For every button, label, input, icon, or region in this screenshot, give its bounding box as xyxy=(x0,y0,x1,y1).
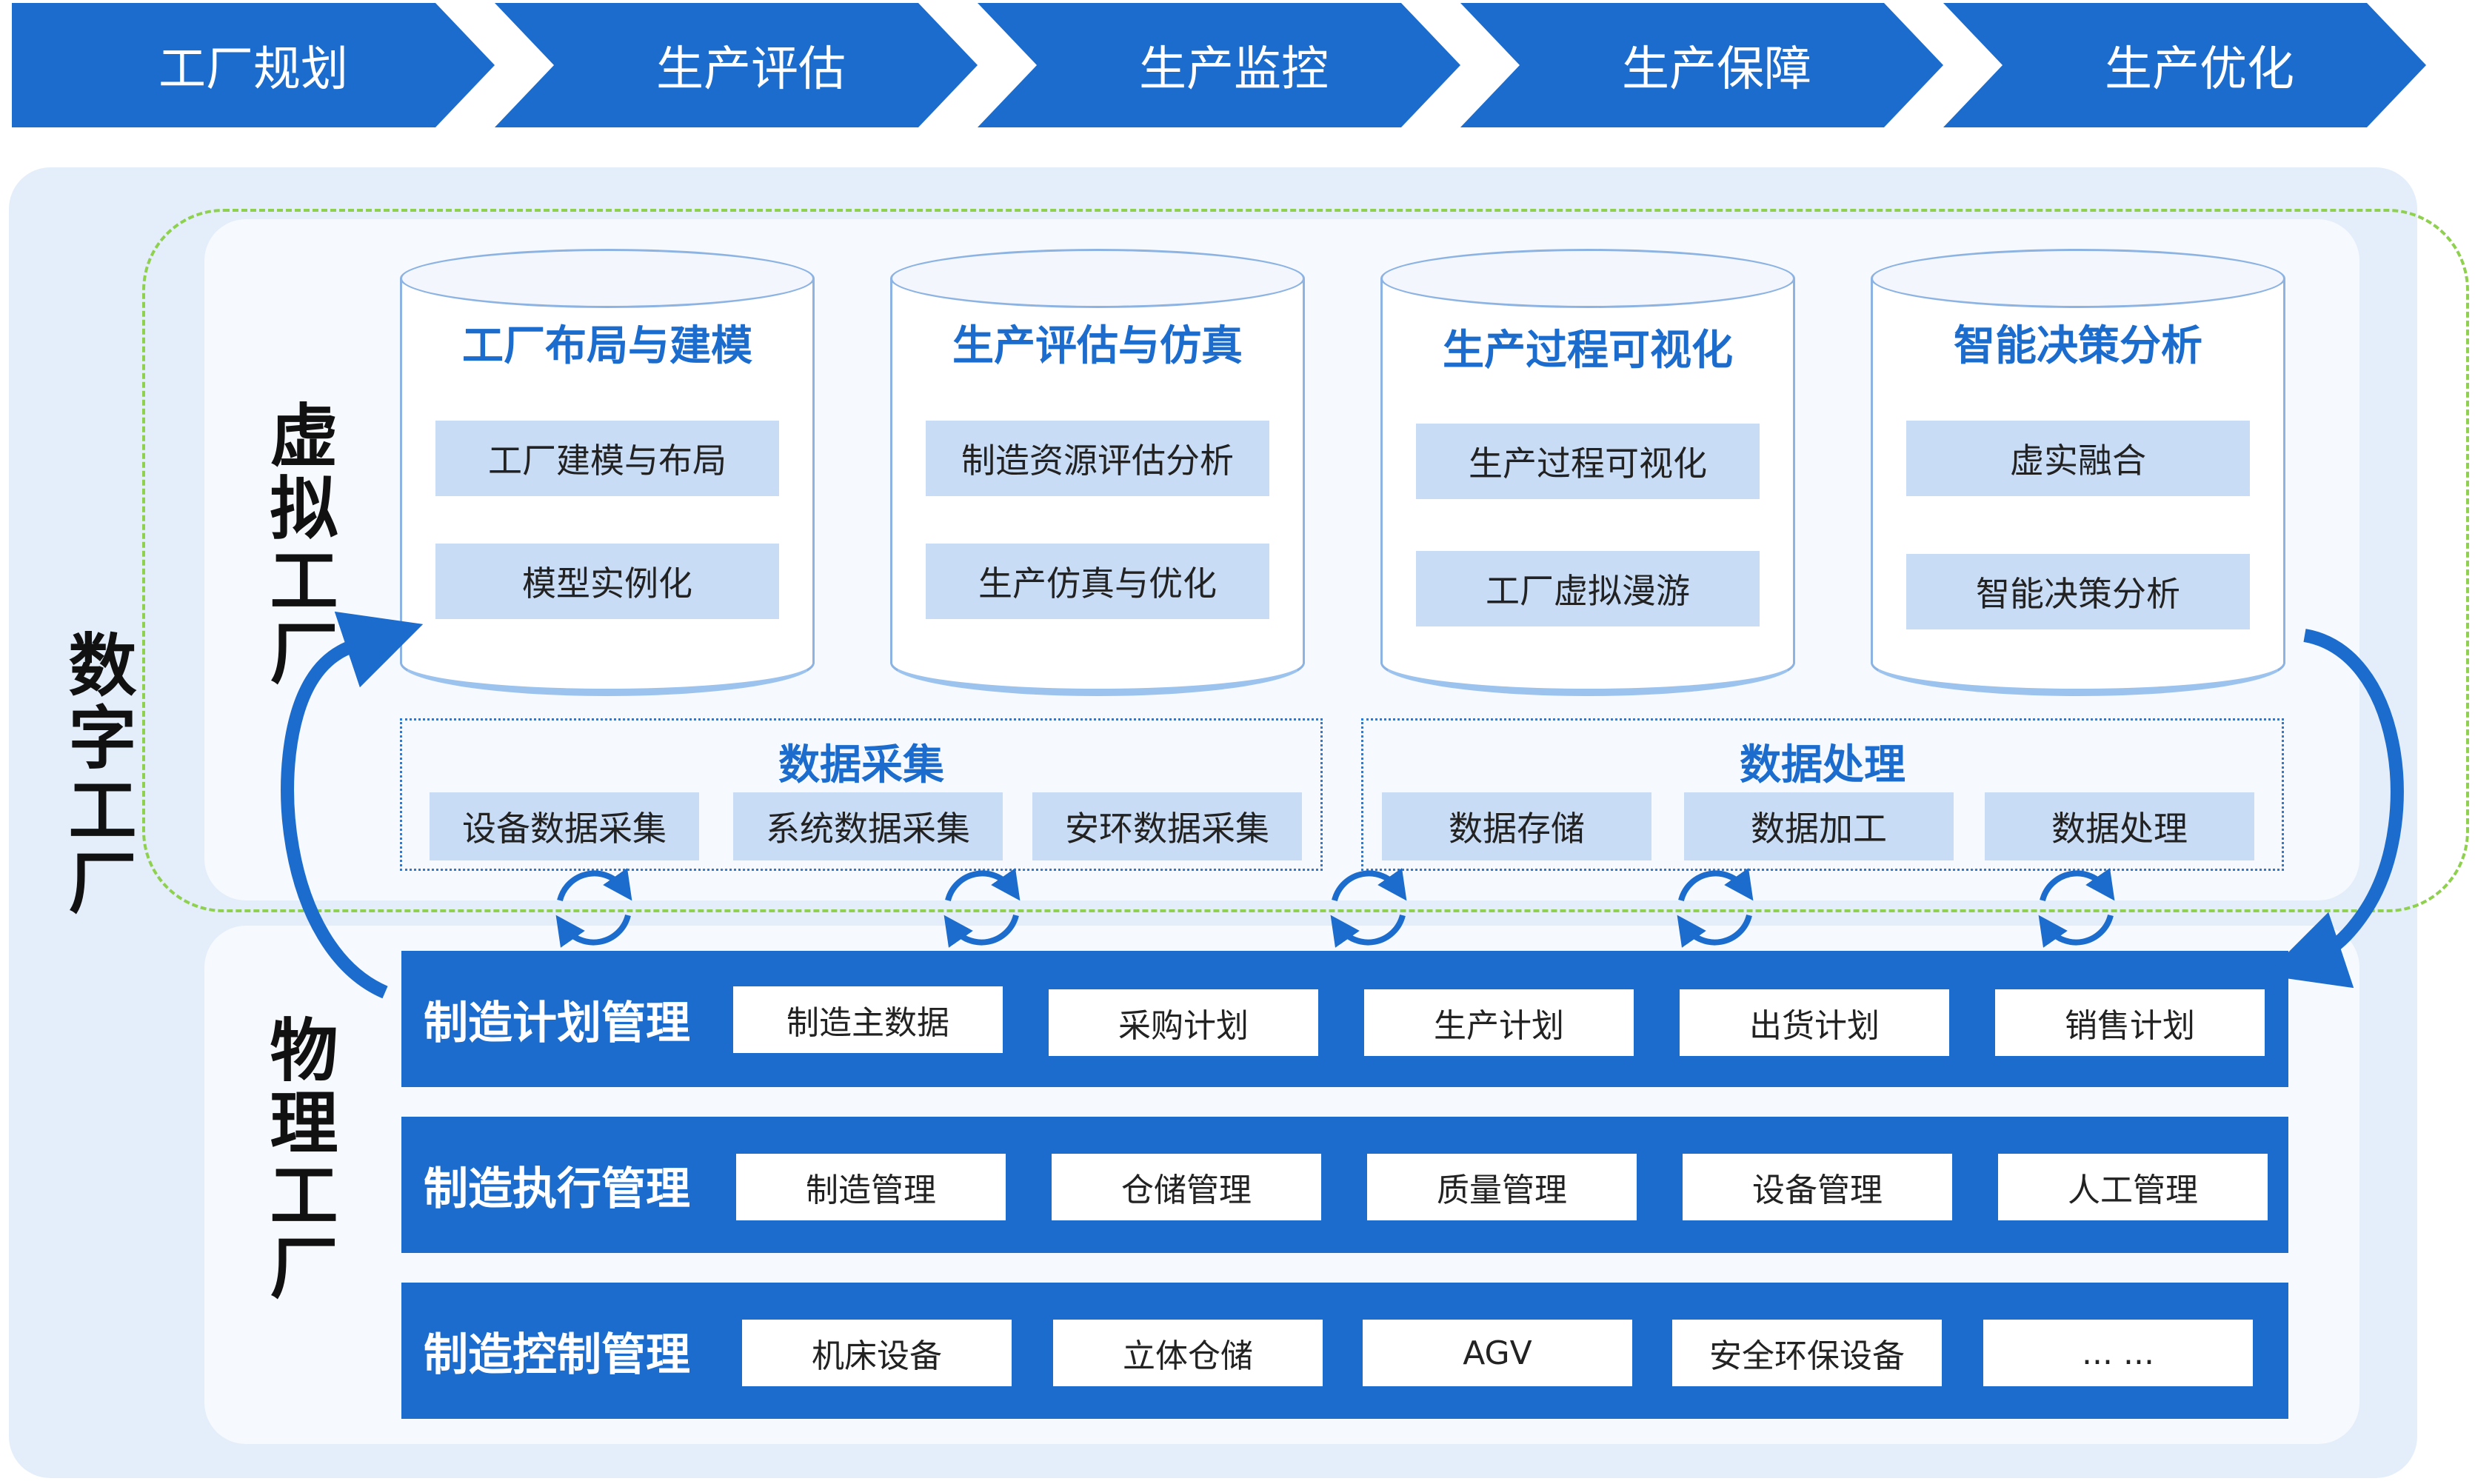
module-item: 生产过程可视化 xyxy=(1416,424,1760,499)
data-processing-item: 数据存储 xyxy=(1382,792,1651,860)
row-item: 机床设备 xyxy=(742,1320,1012,1386)
data-collection-item: 系统数据采集 xyxy=(733,792,1003,860)
data-processing-item: 数据加工 xyxy=(1684,792,1954,860)
sync-cycle-icon xyxy=(2038,868,2115,948)
row-item: 生产计划 xyxy=(1364,989,1634,1056)
module-factory-layout: 工厂布局与建模 工厂建模与布局 模型实例化 xyxy=(400,249,815,696)
row-item: 仓储管理 xyxy=(1052,1154,1321,1220)
data-collection-item: 安环数据采集 xyxy=(1032,792,1302,860)
module-item: 生产仿真与优化 xyxy=(926,544,1269,619)
process-step-4: 生产保障 xyxy=(1460,3,1943,127)
module-production-evaluation: 生产评估与仿真 制造资源评估分析 生产仿真与优化 xyxy=(890,249,1305,696)
physical-row-control xyxy=(401,1283,2288,1419)
process-step-5: 生产优化 xyxy=(1943,3,2426,127)
module-title: 智能决策分析 xyxy=(1954,322,2202,370)
digital-factory-label: 数字工厂 xyxy=(57,629,136,920)
physical-row-planning xyxy=(401,951,2288,1087)
row-item: 人工管理 xyxy=(1998,1154,2268,1220)
module-item: 模型实例化 xyxy=(435,544,779,619)
module-title: 工厂布局与建模 xyxy=(462,322,752,370)
data-processing-title: 数据处理 xyxy=(1740,741,1905,789)
process-step-1: 工厂规划 xyxy=(12,3,495,127)
data-processing-item: 数据处理 xyxy=(1985,792,2254,860)
row-item: 采购计划 xyxy=(1049,989,1318,1056)
physical-row-execution xyxy=(401,1117,2288,1253)
row-item: 质量管理 xyxy=(1367,1154,1637,1220)
data-collection-box xyxy=(400,718,1323,871)
row-label: 制造计划管理 xyxy=(424,997,690,1049)
sync-cycle-icon xyxy=(1677,868,1754,948)
row-item: 设备管理 xyxy=(1683,1154,1952,1220)
row-item: 制造管理 xyxy=(736,1154,1006,1220)
row-label: 制造控制管理 xyxy=(424,1328,690,1381)
module-item: 智能决策分析 xyxy=(1906,554,2250,629)
module-item: 虚实融合 xyxy=(1906,421,2250,496)
physical-factory-label: 物理工厂 xyxy=(258,1015,338,1305)
module-title: 生产过程可视化 xyxy=(1443,327,1733,375)
module-item: 制造资源评估分析 xyxy=(926,421,1269,496)
row-item: 销售计划 xyxy=(1995,989,2265,1056)
module-item: 工厂虚拟漫游 xyxy=(1416,551,1760,626)
virtual-factory-boundary xyxy=(142,209,2469,912)
process-step-3: 生产监控 xyxy=(978,3,1460,127)
flow-arrow-icon xyxy=(2265,629,2404,989)
row-label: 制造执行管理 xyxy=(424,1163,690,1215)
sync-cycle-icon xyxy=(1330,868,1407,948)
data-collection-item: 设备数据采集 xyxy=(430,792,699,860)
row-item: 立体仓储 xyxy=(1053,1320,1323,1386)
data-collection-title: 数据采集 xyxy=(778,741,944,789)
module-item: 工厂建模与布局 xyxy=(435,421,779,496)
row-item: 制造主数据 xyxy=(733,986,1003,1053)
data-processing-box xyxy=(1361,718,2284,871)
module-decision-analysis: 智能决策分析 虚实融合 智能决策分析 xyxy=(1871,249,2285,696)
row-item: AGV xyxy=(1363,1320,1632,1386)
row-item: 出货计划 xyxy=(1680,989,1949,1056)
module-process-visualization: 生产过程可视化 生产过程可视化 工厂虚拟漫游 xyxy=(1380,249,1795,696)
row-item: 安全环保设备 xyxy=(1672,1320,1942,1386)
row-item: ... ... xyxy=(1983,1320,2253,1386)
module-title: 生产评估与仿真 xyxy=(952,322,1243,370)
virtual-factory-label: 虚拟工厂 xyxy=(258,400,338,690)
flow-arrow-icon xyxy=(281,611,424,999)
sync-cycle-icon xyxy=(555,868,632,948)
process-step-2: 生产评估 xyxy=(495,3,978,127)
sync-cycle-icon xyxy=(943,868,1021,948)
